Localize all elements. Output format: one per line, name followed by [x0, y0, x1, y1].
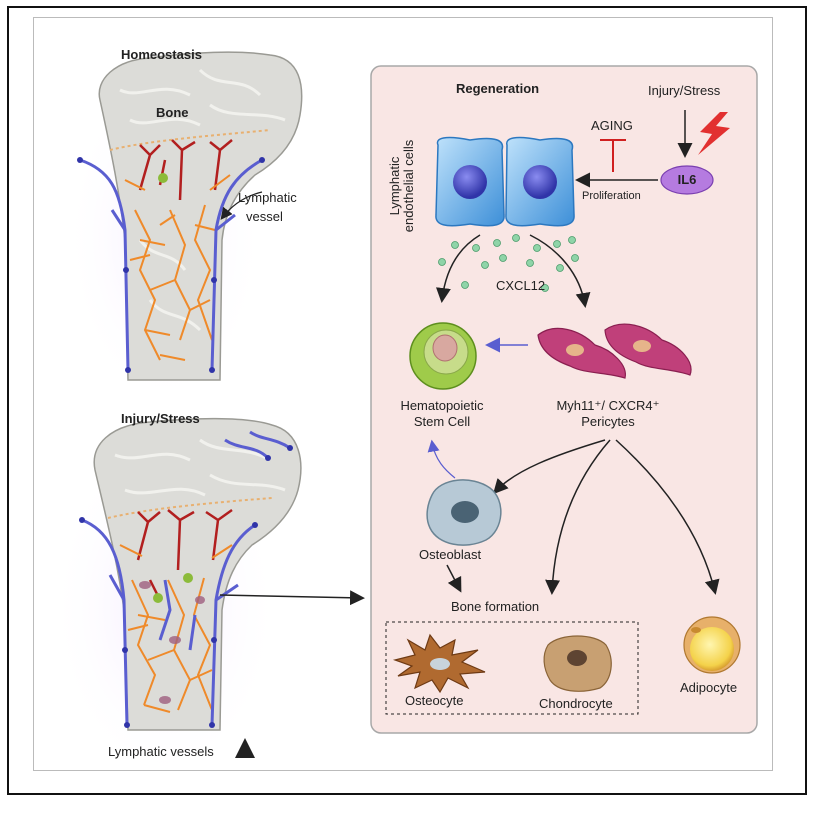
lymphatic-vessel-label-line1: Lymphatic	[238, 190, 297, 205]
regeneration-panel	[370, 65, 758, 734]
pericyte-to-osteoblast-arrow	[492, 439, 606, 495]
pericyte-cells	[537, 323, 692, 379]
lec-label-line2: endothelial cells	[401, 139, 416, 233]
homeostasis-title: Homeostasis	[121, 47, 202, 62]
figure-frame	[7, 6, 807, 795]
adipocyte-cell	[683, 616, 741, 674]
homeostasis-bone-illustration	[65, 50, 303, 390]
hsc-label-line1: Hematopoietic	[400, 398, 484, 413]
osteoblast-to-bone-formation-arrow	[446, 564, 462, 593]
injury-stress-title: Injury/Stress	[121, 411, 200, 426]
hsc-label-line2: Stem Cell	[413, 414, 471, 429]
bone-label: Bone	[156, 105, 189, 120]
lec-to-pericyte-arrow	[529, 234, 591, 308]
regeneration-title: Regeneration	[456, 81, 540, 96]
osteocyte-cell	[392, 633, 486, 694]
injury-bone-illustration	[50, 415, 302, 765]
lymphatic-vessel-label-line2: vessel	[246, 209, 283, 224]
bone-formation-label: Bone formation	[451, 599, 540, 614]
bone-formation-box	[385, 621, 639, 715]
lightning-bolt-icon	[698, 112, 730, 155]
chondrocyte-cell	[543, 635, 612, 692]
adipocyte-label: Adipocyte	[680, 680, 738, 695]
figure-inner-border	[33, 17, 773, 771]
aging-label: AGING	[591, 118, 633, 133]
osteoblast-to-hsc-arrow	[427, 439, 456, 479]
osteoblast-label: Osteoblast	[419, 547, 482, 562]
il6-molecule	[660, 165, 714, 195]
pericyte-label-line1: Myh11⁺/ CXCR4⁺	[556, 398, 660, 413]
pericyte-to-chondrocyte-arrow	[545, 439, 611, 595]
injury-to-regeneration-arrow	[219, 590, 365, 606]
pericyte-to-adipocyte-arrow	[615, 439, 720, 595]
osteocyte-label: Osteocyte	[405, 693, 464, 708]
hematopoietic-stem-cell	[409, 322, 477, 390]
osteoblast-cell	[426, 479, 502, 546]
aging-inhibition-symbol	[600, 139, 626, 172]
lec-to-hsc-arrow	[435, 234, 481, 303]
injury-stress-label: Injury/Stress	[648, 83, 721, 98]
lec-label-line1: Lymphatic	[387, 156, 402, 216]
pericyte-label-line2: Pericytes	[581, 414, 635, 429]
cxcl12-molecules	[438, 234, 579, 292]
chondrocyte-label: Chondrocyte	[539, 696, 613, 711]
cxcl12-label: CXCL12	[496, 278, 546, 293]
lec-label: Lymphatic endothelial cells	[387, 131, 416, 241]
lymphatic-endothelial-cells	[435, 136, 575, 227]
lymphatic-vessel-pointer-arrow	[220, 191, 263, 220]
proliferation-label: Proliferation	[582, 190, 641, 202]
lymphatic-vessels-increase-label: Lymphatic vessels	[108, 744, 214, 759]
il6-label: IL6	[677, 172, 697, 187]
